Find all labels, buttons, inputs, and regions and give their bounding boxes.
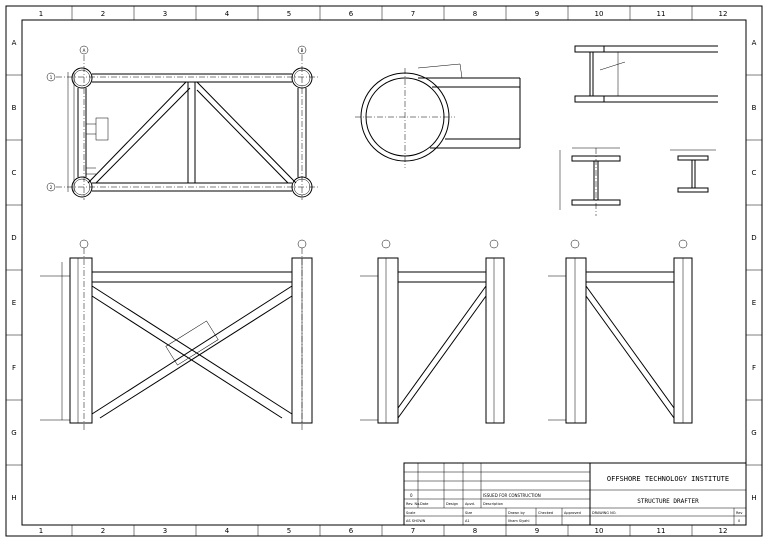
elevation-view-2 [360, 239, 505, 424]
row-label: B [12, 104, 17, 112]
elevation-view-3 [548, 239, 693, 424]
row-label: G [751, 429, 756, 437]
col-label: 11 [657, 527, 666, 535]
row-label: F [752, 364, 756, 372]
col-label: 8 [473, 527, 477, 535]
col-label: 8 [473, 10, 477, 18]
grid-bubble-1 [46, 72, 56, 82]
grid-bubble-label: 2 [50, 185, 53, 190]
drawn-by-label: Drawn by [508, 511, 525, 515]
drawn-by-value: Ilham Siyahl [508, 519, 530, 523]
size-label: Size [465, 511, 472, 515]
col-label: 6 [349, 527, 354, 535]
col-label: 10 [595, 527, 604, 535]
rev-label: Rev [736, 511, 743, 515]
row-label: D [11, 234, 16, 242]
size-value: A1 [465, 519, 470, 523]
col-label: 5 [287, 527, 291, 535]
row-label: C [752, 169, 757, 177]
drawing-title: STRUCTURE DRAFTER [637, 498, 699, 505]
col-label: 9 [535, 527, 539, 535]
header-rev-no: Rev. No. [406, 502, 420, 506]
row-ticks [6, 74, 762, 466]
header-date: Date [420, 502, 428, 506]
col-label: 4 [225, 527, 230, 535]
col-label: 2 [101, 10, 105, 18]
rev-value: 0 [738, 519, 740, 523]
title-block: OFFSHORE TECHNOLOGY INSTITUTE STRUCTURE … [403, 462, 747, 526]
grid-bubble-b [297, 45, 307, 55]
row-label: H [751, 494, 756, 502]
grid-bubble-label: B [301, 48, 304, 53]
col-label: 2 [101, 527, 105, 535]
revision-number: 0 [410, 493, 413, 498]
row-label: B [752, 104, 757, 112]
row-label: A [12, 39, 17, 47]
row-label: D [751, 234, 756, 242]
col-label: 10 [595, 10, 604, 18]
header-drawn: Design [446, 502, 458, 506]
approved-label: Approved [564, 511, 581, 515]
grid-bubble-a [79, 45, 89, 55]
grid-bubble-label: 1 [50, 75, 53, 80]
col-label: 7 [411, 10, 415, 18]
col-label: 6 [349, 10, 354, 18]
row-label: F [12, 364, 16, 372]
inner-border [21, 19, 747, 526]
col-label: 9 [535, 10, 539, 18]
plan-view: A B 1 2 [46, 45, 318, 200]
beam-detail [574, 45, 718, 103]
row-label: E [12, 299, 16, 307]
grid-bubble-label: A [83, 48, 86, 53]
col-label: 11 [657, 10, 666, 18]
drawing-no-label: DRAWING NO. [592, 511, 616, 515]
row-label: H [11, 494, 16, 502]
tubular-section [355, 63, 521, 168]
col-label: 5 [287, 10, 291, 18]
elevation-view-1 [40, 239, 313, 430]
col-label: 7 [411, 527, 415, 535]
revision-status: ISSUED FOR CONSTRUCTION [483, 493, 541, 498]
i-section-detail-1 [559, 147, 621, 216]
col-label: 1 [39, 527, 43, 535]
institute-name: OFFSHORE TECHNOLOGY INSTITUTE [607, 475, 729, 483]
i-section-detail-2 [670, 149, 716, 193]
col-label: 1 [39, 10, 43, 18]
column-ticks [71, 6, 693, 536]
checked-label: Checked [538, 511, 553, 515]
outer-border [5, 5, 763, 537]
header-description: Description [483, 502, 503, 506]
col-label: 4 [225, 10, 230, 18]
row-label: G [11, 429, 16, 437]
row-label: C [12, 169, 17, 177]
grid-bubble-2 [46, 182, 56, 192]
scale-label: Scale [406, 511, 415, 515]
col-label: 3 [163, 527, 167, 535]
col-label: 12 [719, 10, 728, 18]
scale-value: AS SHOWN [406, 519, 426, 523]
row-labels: A B C D E F G H A B C D E F G H [11, 39, 756, 502]
column-labels-bottom: 1 2 3 4 5 6 7 8 9 10 11 12 [39, 527, 728, 535]
col-label: 3 [163, 10, 167, 18]
column-labels-top: 1 2 3 4 5 6 7 8 9 10 11 12 [39, 10, 728, 18]
row-label: A [752, 39, 757, 47]
header-apvd: Apvd. [465, 502, 475, 506]
col-label: 12 [719, 527, 728, 535]
row-label: E [752, 299, 756, 307]
